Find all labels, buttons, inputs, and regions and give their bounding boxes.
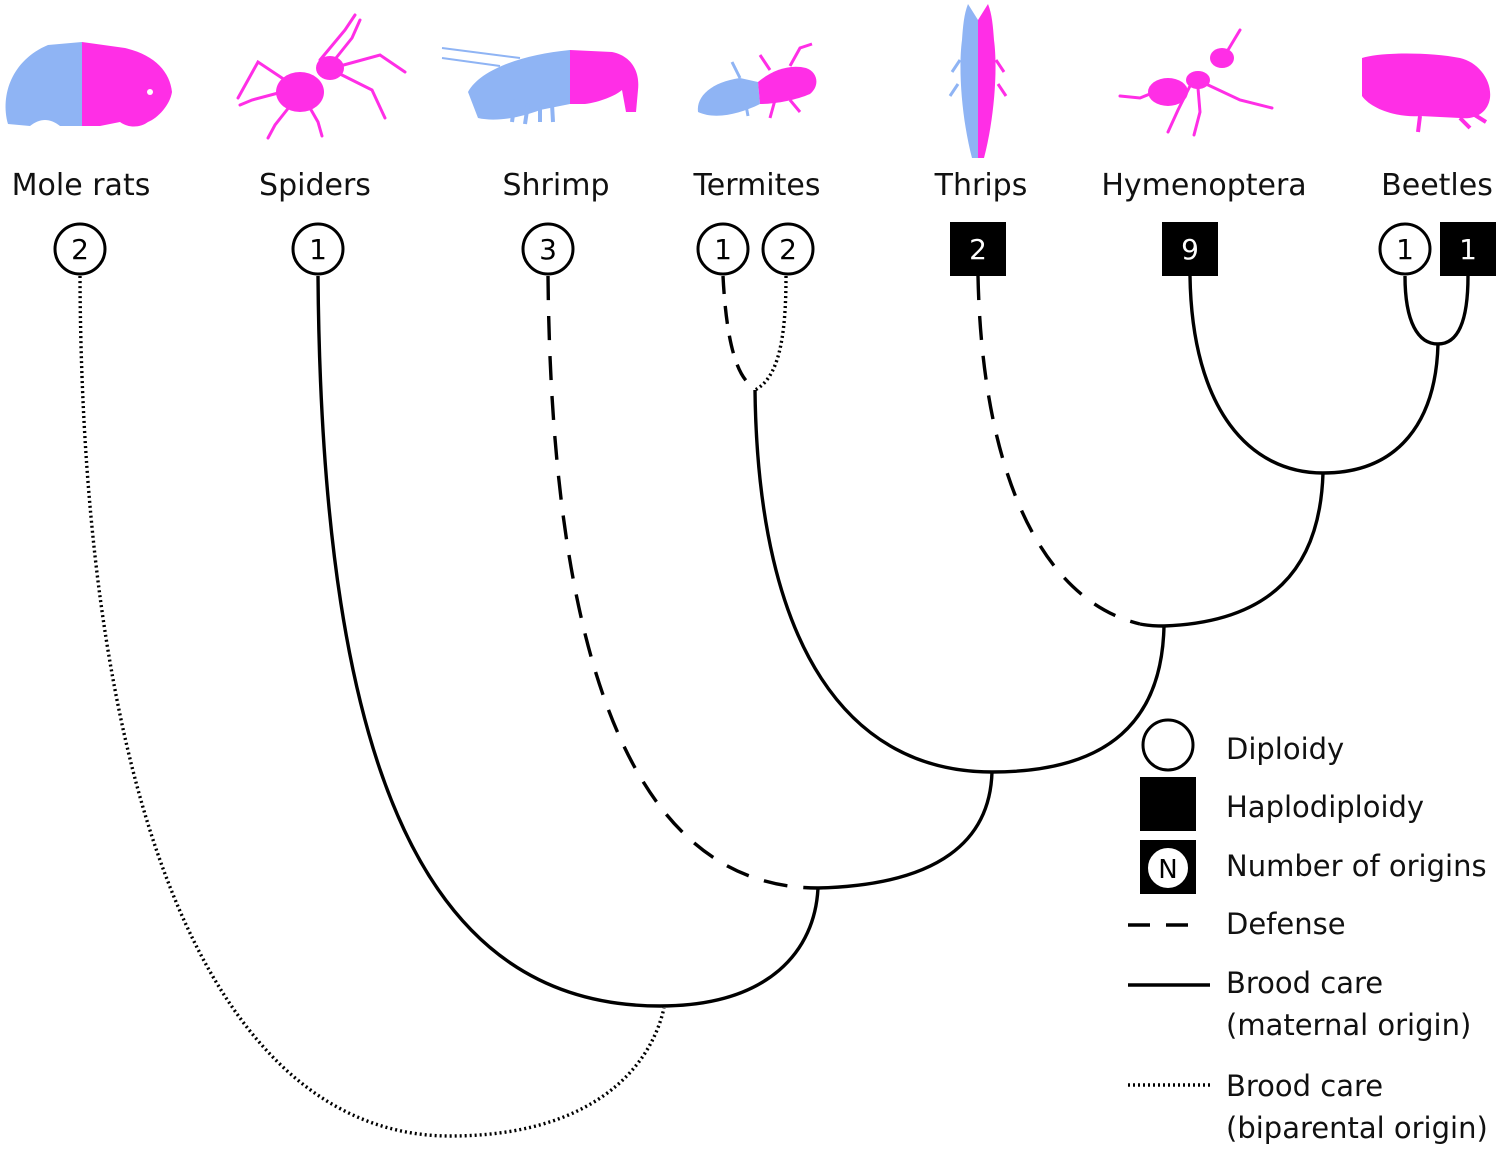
legend-biparental-line2: (biparental origin) bbox=[1226, 1111, 1488, 1145]
origin-termites-diploid-1: 1 bbox=[696, 222, 750, 276]
branch-node-holometabola bbox=[1163, 472, 1325, 628]
legend-diploidy-symbol bbox=[1141, 718, 1195, 772]
origin-beetles-diploid: 1 bbox=[1378, 222, 1432, 276]
svg-text:2: 2 bbox=[969, 233, 987, 266]
legend-maternal-line1: Brood care bbox=[1226, 966, 1384, 1000]
origin-termites-diploid-2: 2 bbox=[761, 222, 815, 276]
label-shrimp: Shrimp bbox=[502, 168, 610, 203]
legend-biparental-line1: Brood care bbox=[1226, 1069, 1384, 1103]
spider-icon bbox=[236, 13, 407, 140]
thrips-icon bbox=[948, 4, 1008, 158]
origin-thrips-haplodiploid: 2 bbox=[950, 222, 1006, 276]
legend-biparental-label: Brood care (biparental origin) bbox=[1226, 1065, 1488, 1149]
tree-branches bbox=[78, 275, 1470, 1138]
label-hymenoptera: Hymenoptera bbox=[1101, 168, 1307, 203]
branch-beetles-diploid bbox=[1403, 275, 1439, 346]
legend-origins-circle bbox=[1146, 846, 1190, 890]
termite-icon bbox=[697, 42, 817, 119]
branch-mole-rats bbox=[78, 275, 666, 1138]
branch-node-beetles bbox=[1322, 343, 1440, 475]
label-termites: Termites bbox=[693, 168, 821, 203]
legend-haplodiploidy-label: Haplodiploidy bbox=[1226, 790, 1425, 824]
label-thrips: Thrips bbox=[934, 168, 1028, 203]
svg-text:9: 9 bbox=[1181, 233, 1199, 266]
branch-node-insects bbox=[817, 771, 994, 890]
legend-diploidy-label: Diploidy bbox=[1226, 732, 1345, 766]
svg-text:1: 1 bbox=[1396, 233, 1414, 266]
legend-haplodiploidy-symbol bbox=[1140, 777, 1196, 831]
branch-termites-stem bbox=[753, 389, 993, 774]
branch-hymenoptera bbox=[1188, 275, 1324, 475]
origin-mole-rats-diploid: 2 bbox=[53, 222, 107, 276]
legend-origins-symbol: N bbox=[1158, 855, 1177, 885]
label-spiders: Spiders bbox=[259, 168, 371, 203]
branch-node-arthropods bbox=[659, 887, 820, 1008]
origin-shrimp-diploid: 3 bbox=[521, 222, 575, 276]
branch-node-eumetabola bbox=[991, 625, 1166, 774]
svg-text:2: 2 bbox=[779, 233, 797, 266]
legend-defense-label: Defense bbox=[1226, 907, 1346, 941]
branch-thrips bbox=[976, 275, 1141, 626]
svg-text:2: 2 bbox=[71, 233, 89, 266]
origin-spiders-diploid: 1 bbox=[291, 222, 345, 276]
label-mole-rats: Mole rats bbox=[11, 168, 151, 203]
legend-maternal-label: Brood care (maternal origin) bbox=[1226, 962, 1471, 1046]
shrimp-icon bbox=[441, 47, 639, 125]
mole-rat-icon bbox=[5, 42, 172, 127]
branch-beetles-haplodiploid bbox=[1437, 275, 1470, 346]
legend-symbols: N bbox=[1128, 718, 1210, 1087]
ant-icon bbox=[1118, 28, 1274, 137]
legend-maternal-line2: (maternal origin) bbox=[1226, 1008, 1472, 1042]
branch-termites-defense bbox=[721, 275, 754, 388]
label-beetles: Beetles bbox=[1381, 168, 1493, 203]
legend-origins-label: Number of origins bbox=[1226, 849, 1487, 883]
svg-text:1: 1 bbox=[309, 233, 327, 266]
origin-hymenoptera-haplodiploid: 9 bbox=[1162, 222, 1218, 276]
svg-text:3: 3 bbox=[539, 233, 557, 266]
branch-spiders bbox=[316, 275, 661, 1008]
origin-beetles-haplodiploid: 1 bbox=[1440, 222, 1496, 276]
branch-termites-biparental bbox=[754, 275, 788, 392]
svg-text:1: 1 bbox=[714, 233, 732, 266]
branch-shrimp bbox=[546, 275, 819, 890]
svg-text:1: 1 bbox=[1459, 233, 1477, 266]
origin-markers: 2 1 3 1 2 2 9 bbox=[53, 222, 1496, 276]
beetle-icon bbox=[1362, 53, 1491, 133]
